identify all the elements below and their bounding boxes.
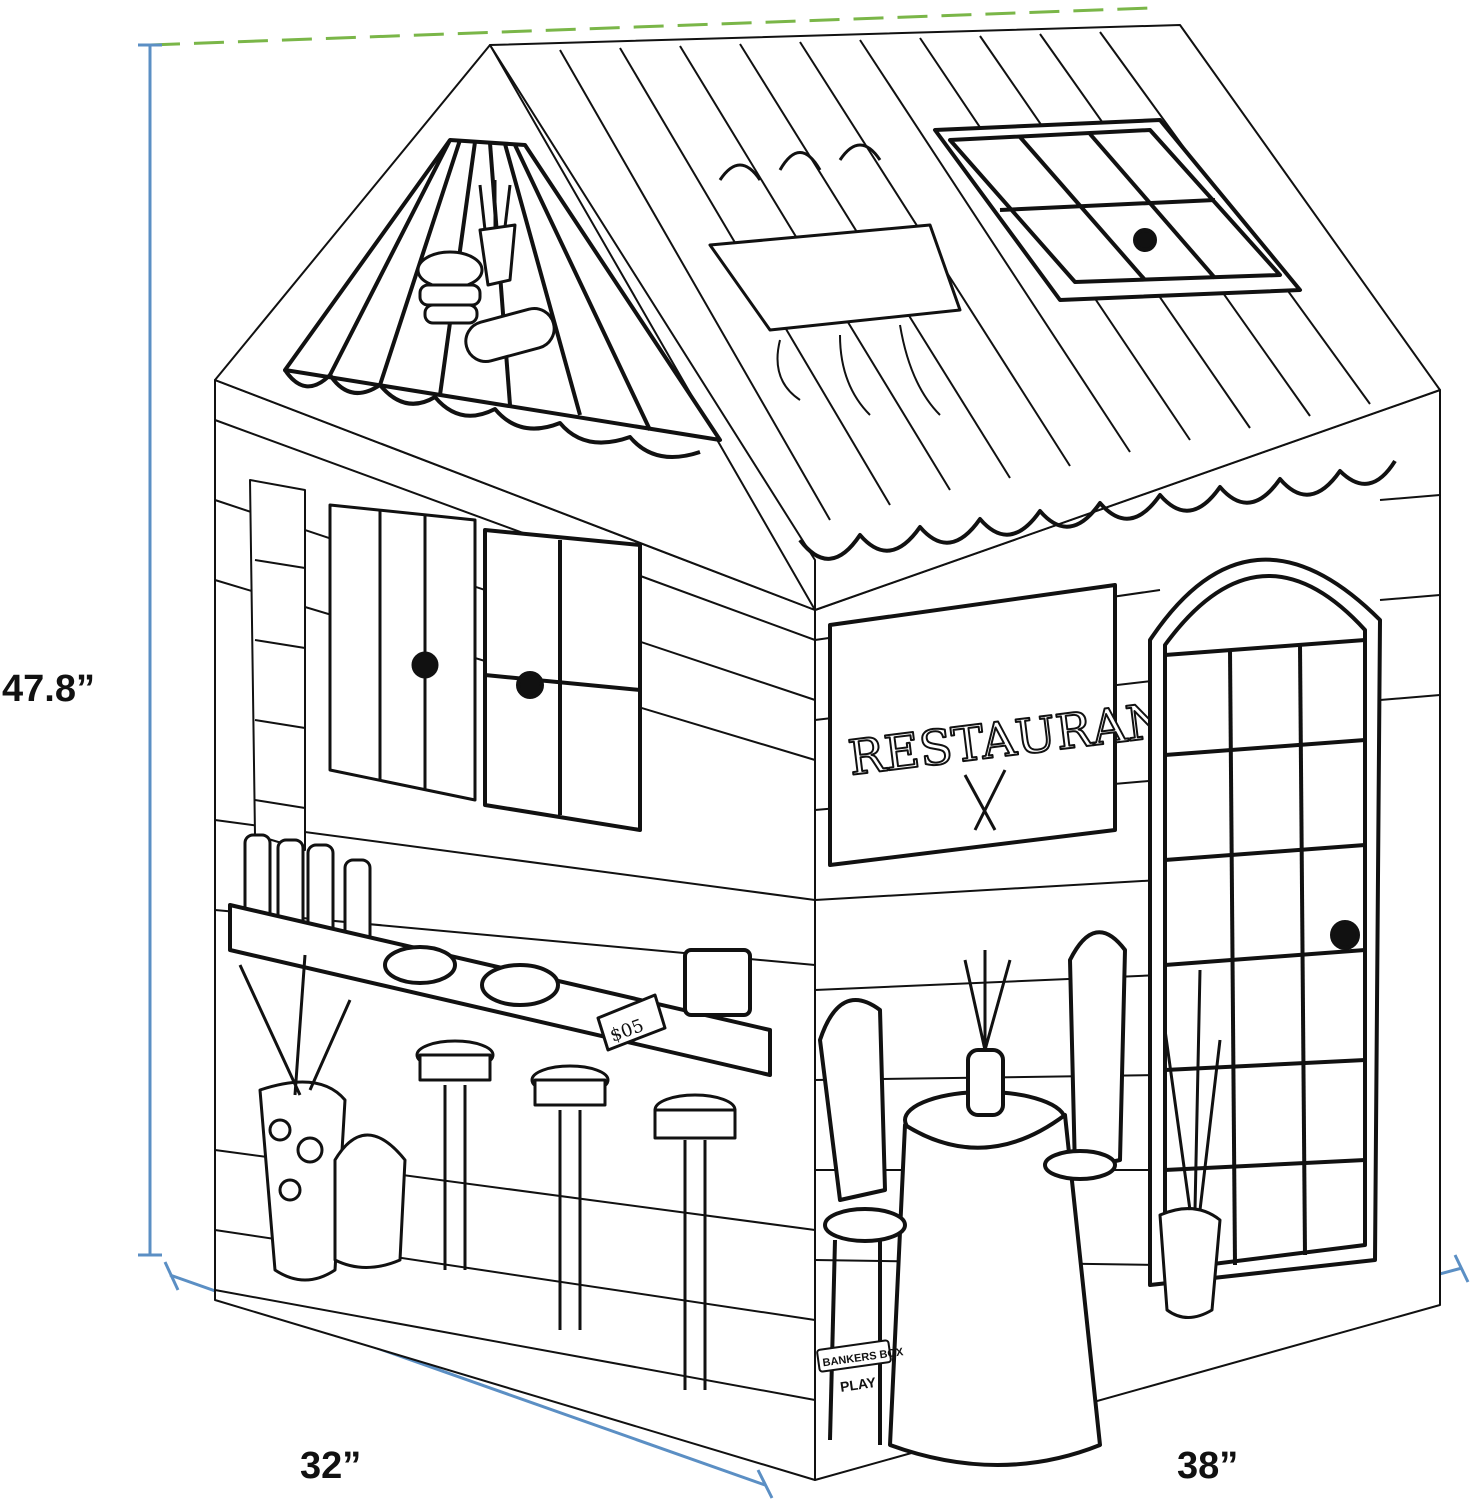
burger-drawing [416,250,484,325]
fries-drawing [478,180,517,287]
potted-plant [238,954,407,1282]
bar-stools [415,1039,737,1390]
gable-awning [283,138,722,459]
front-window [483,528,642,832]
playhouse: $05 RESTAURAN [214,24,1441,1481]
front-cabinet-door [328,503,477,802]
roof-planter [708,143,962,416]
fork-knife-icon [963,769,1007,831]
hanging-towels [249,479,306,851]
roof-skylight [933,118,1302,302]
bankers-box-logo: BANKERS BOX PLAY [816,1339,905,1395]
width-dimension-label: 32” [300,1445,362,1487]
roof-scallop-edge [798,459,1397,561]
arched-door [1148,557,1382,1287]
bistro-chairs [818,930,1127,1445]
price-tag: $05 [596,993,667,1052]
bistro-table [888,950,1102,1467]
door-plant [1158,969,1222,1319]
brand-line2: PLAY [839,1374,878,1395]
top-height-guide-line [149,6,1151,47]
height-dimension-label: 47.8” [2,668,95,710]
height-dimension-line [138,43,162,1257]
depth-dimension-label: 38” [1177,1445,1239,1487]
hotdog-drawing [464,307,556,363]
